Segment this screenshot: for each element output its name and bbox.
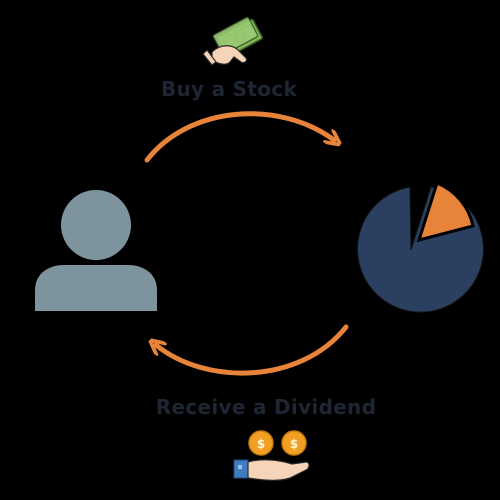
buy-stock-label: Buy a Stock xyxy=(161,77,298,101)
svg-text:$: $ xyxy=(290,437,298,451)
cash-in-hand-icon xyxy=(202,16,263,66)
svg-text:$: $ xyxy=(257,437,265,451)
dividend-arrow xyxy=(156,324,349,376)
person-icon xyxy=(35,190,157,311)
coins-in-hand-icon: $ $ xyxy=(233,430,310,481)
pie-highlight-slice xyxy=(416,180,475,243)
receive-dividend-label: Receive a Dividend xyxy=(156,395,376,419)
buy-arrow xyxy=(144,111,334,163)
pie-chart-icon xyxy=(357,180,484,313)
